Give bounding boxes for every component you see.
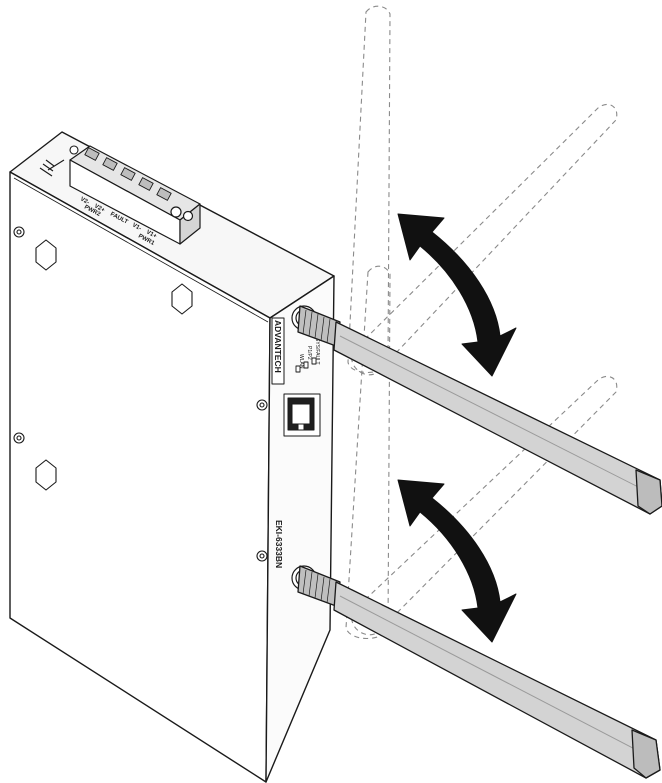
- front-screws: [13, 226, 268, 562]
- device: V2- V2+ FAULT V1- V1+ PWR2 PWR1 ADVANTEC…: [9, 131, 335, 783]
- terminal-label-v2-minus: V2-: [79, 196, 90, 206]
- antenna-lower: [297, 565, 661, 779]
- terminal-label-v1-plus: V1+: [145, 229, 158, 240]
- brand-text: ADVANTECH: [273, 320, 283, 373]
- led-indicator: [295, 365, 301, 373]
- terminal-screw-icon: [170, 206, 182, 218]
- ghost-antenna-lower-vertical: [345, 265, 391, 640]
- rotation-arrow-upper: [397, 213, 517, 377]
- ghost-antenna-upper-vertical: [347, 5, 391, 374]
- led-panel: SYS/FAULT P1/P2 WLAN: [295, 338, 320, 373]
- terminal-label-v2-plus: V2+: [93, 203, 106, 214]
- rotation-arrow-lower: [397, 479, 517, 643]
- ground-icon: [39, 145, 79, 177]
- terminal-label-v1-minus: V1-: [131, 222, 142, 232]
- led-label-sys-fault: SYS/FAULT: [314, 338, 320, 365]
- led-label-wlan: WLAN: [298, 354, 304, 369]
- led-indicator: [303, 361, 309, 369]
- antenna-upper: [297, 305, 662, 515]
- model-label: EKI-6333BN: [274, 520, 284, 568]
- ethernet-port: [283, 393, 321, 437]
- arrow-rotate-icon: [397, 213, 517, 643]
- led-label-p1-p2: P1/P2: [306, 346, 312, 360]
- ghost-antenna-upper-angled: [351, 103, 618, 376]
- led-indicator: [311, 357, 317, 365]
- terminal-block: [69, 145, 201, 245]
- ghost-antenna-lower-angled: [351, 375, 618, 636]
- brand-logo: ADVANTECH: [271, 317, 285, 385]
- hex-hole-icon: [35, 239, 57, 271]
- hex-hole-icon: [171, 283, 193, 315]
- hex-hole-icon: [35, 459, 57, 491]
- mount-holes: [35, 239, 193, 491]
